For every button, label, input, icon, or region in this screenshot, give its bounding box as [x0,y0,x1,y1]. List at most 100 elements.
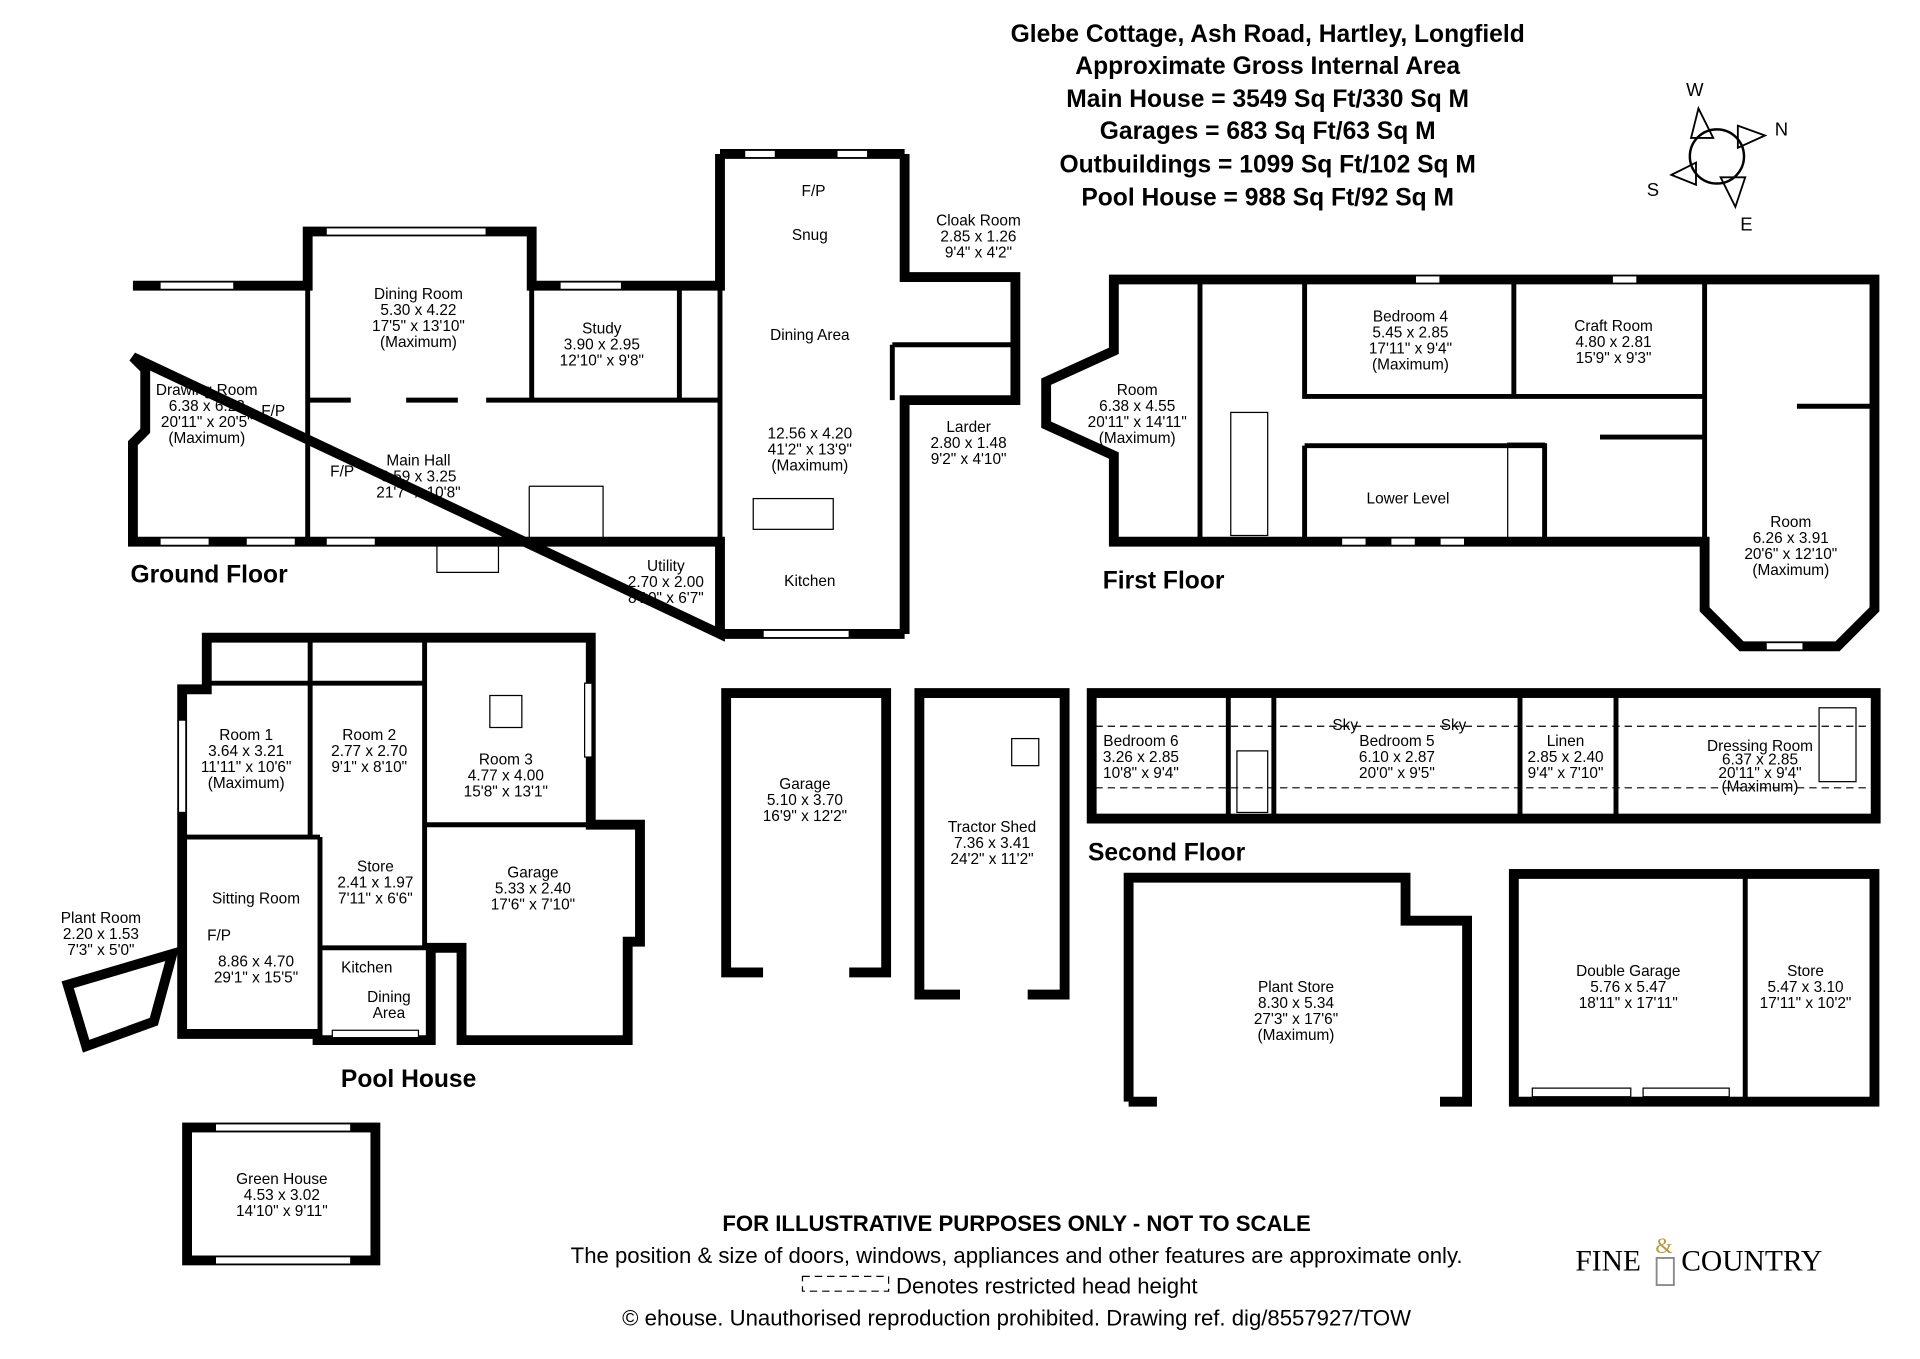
room-label-line: 41'2" x 13'9" [768,441,852,458]
room-label-line: F/P [802,183,826,200]
room-label-line: 5.30 x 4.22 [380,302,456,319]
compass-s: S [1647,179,1659,200]
room-label-line: 24'2" x 11'2" [950,851,1033,868]
room-label-line: 2.85 x 2.40 [1527,749,1603,766]
address-title: Glebe Cottage, Ash Road, Hartley, Longfi… [1011,21,1525,48]
room-label-line: 2.85 x 1.26 [940,228,1016,245]
room-label-kitchen: Kitchen [341,959,392,976]
room-label-line: Room 3 [479,751,533,768]
room-label-line: (Maximum) [771,457,848,474]
room-label-line: 12.56 x 4.20 [768,425,853,442]
room-label-line: Room [1117,382,1158,399]
room-label-line: Garage [507,865,558,882]
ground-floor-plan [128,149,1021,642]
compass-n: N [1775,118,1788,139]
room-label-line: Sky [1332,717,1358,734]
pool-house-plan [61,632,645,1053]
room-label-line: 8.30 x 5.34 [1258,995,1335,1012]
restricted-head-height-legend-icon [801,1275,890,1292]
room-label-lower-level: Lower Level [1367,491,1450,508]
footer: FOR ILLUSTRATIVE PURPOSES ONLY - NOT TO … [571,1211,1463,1331]
room-label-line: F/P [330,463,354,480]
room-label-line: Lower Level [1367,491,1450,508]
area-main-house: Main House = 3549 Sq Ft/330 Sq M [1066,86,1469,113]
room-label-line: 6.38 x 6.23 [169,398,245,415]
fine-country-logo: FINE & COUNTRY [1575,1233,1822,1286]
room-label-line: Bedroom 6 [1103,733,1178,750]
disclaimer: FOR ILLUSTRATIVE PURPOSES ONLY - NOT TO … [722,1211,1310,1236]
room-label-line: 20'6" x 12'10" [1744,546,1837,563]
room-label-line: Snug [792,227,828,244]
room-label-line: (Maximum) [1722,779,1799,796]
room-label-line: 2.80 x 1.48 [931,435,1007,452]
area-subtitle: Approximate Gross Internal Area [1075,53,1460,80]
room-label-line: 2.41 x 1.97 [337,875,413,892]
room-label-line: 6.26 x 3.91 [1753,530,1829,547]
room-label-line: F/P [207,927,231,944]
room-label-line: (Maximum) [168,430,245,447]
room-label-line: Green House [236,1171,327,1188]
room-label-line: 16'9" x 12'2" [763,808,847,825]
room-label-line: 5.76 x 5.47 [1590,979,1666,996]
room-label-snug: Snug [792,227,828,244]
room-label-line: 27'3" x 17'6" [1254,1011,1338,1028]
room-label-line: 17'6" x 7'10" [491,897,575,914]
room-label-line: 9'4" x 7'10" [1528,765,1604,782]
second-floor-plan [1086,688,1881,824]
room-label-f-p: F/P [330,463,354,480]
room-label-line: 6.38 x 4.55 [1099,398,1175,415]
room-label-line: Bedroom 4 [1373,308,1449,325]
room-label-line: Kitchen [784,573,835,590]
room-label-line: 17'11" x 10'2" [1760,995,1852,1012]
room-label-kitchen: Kitchen [784,573,835,590]
room-label-line: 5.47 x 3.10 [1767,979,1843,996]
room-label-line: 8'10" x 6'7" [628,590,704,607]
room-label-f-p: F/P [802,183,826,200]
room-label-line: Dressing Room [1707,738,1813,755]
room-label-line: Garage [779,776,830,793]
svg-text:FINE: FINE [1575,1245,1641,1277]
room-label-line: 7'3" x 5'0" [67,942,134,959]
room-label-line: 4.77 x 4.00 [468,767,544,784]
room-label-line: Room [1770,514,1811,531]
room-label-line: Tractor Shed [948,819,1036,836]
room-label-line: 9'1" x 8'10" [331,759,407,776]
room-label-line: Craft Room [1574,318,1653,335]
ground-floor-label: Ground Floor [130,561,288,588]
room-label-line: Dining [367,989,411,1006]
compass-icon: W N S E [1647,79,1788,234]
room-label-line: 8.86 x 4.70 [218,953,294,970]
room-label-line: 7'11" x 6'6" [338,891,413,908]
room-label-line: 3.26 x 2.85 [1103,749,1179,766]
svg-text:COUNTRY: COUNTRY [1681,1245,1822,1277]
room-label-line: 5.10 x 3.70 [767,792,843,809]
room-label-f-p: F/P [207,927,231,944]
room-label-line: (Maximum) [1752,562,1829,579]
room-label-line: 5.33 x 2.40 [495,881,571,898]
room-label-line: Sky [1441,717,1467,734]
room-label-line: Dining Area [770,327,850,344]
room-label-line: 18'11" x 17'11" [1579,995,1678,1012]
pool-house-label: Pool House [341,1066,476,1093]
room-label-line: Room 2 [342,727,396,744]
room-label-line: (Maximum) [380,334,457,351]
room-label-line: Plant Room [61,910,141,927]
